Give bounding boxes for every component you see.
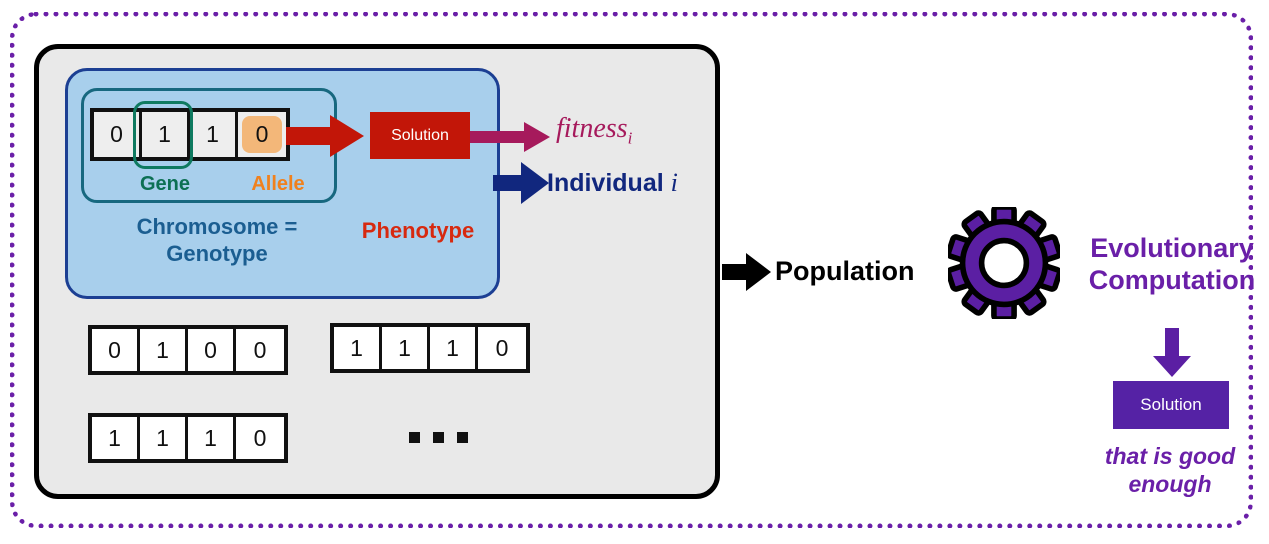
population-row-0: 0 1 0 0	[88, 325, 288, 375]
genotype-cell-2-value: 1	[206, 121, 219, 147]
phenotype-label: Phenotype	[361, 218, 475, 243]
chromosome-label-line2: Genotype	[166, 240, 268, 266]
individual-panel	[65, 68, 500, 299]
population-row-1-cell-3: 0	[495, 334, 509, 361]
genotype-cell-1: 1	[142, 112, 190, 157]
genotype-cell-3-allele: 0	[238, 112, 286, 157]
population-row-2-cell-1: 1	[140, 417, 188, 459]
population-ellipsis-icon	[409, 432, 468, 443]
population-row-2: 1 1 1 0	[88, 413, 288, 463]
ellipsis-dot-1	[409, 432, 420, 443]
fitness-text: fitness	[556, 113, 628, 144]
outer-frame	[10, 12, 1253, 528]
genotype-to-solution-arrow-icon	[286, 115, 366, 157]
individual-arrow-icon	[493, 162, 551, 204]
evolutionary-computation-label: Evolutionary Computation	[1077, 233, 1267, 297]
population-arrow-icon	[722, 253, 772, 291]
population-row-0-cell-1: 1	[140, 329, 188, 371]
population-row-1: 1 1 1 0	[330, 323, 530, 373]
good-enough-line1: that is good	[1104, 443, 1236, 469]
final-solution-label: Solution	[1140, 395, 1202, 414]
phenotype-solution-box: Solution	[370, 112, 470, 159]
genotype-cell-2: 1	[190, 112, 238, 157]
population-row-2-cell-0: 1	[92, 417, 140, 459]
gear-icon	[945, 204, 1063, 322]
population-row-0-cell-0: 0	[92, 329, 140, 371]
fitness-subscript: i	[627, 128, 633, 148]
population-row-0-cell-3: 0	[253, 336, 267, 363]
population-row-1-cell-2: 1	[430, 327, 478, 369]
population-label: Population	[775, 256, 915, 286]
individual-label: Individual i	[547, 168, 678, 198]
fitness-label: fitnessi	[556, 113, 632, 149]
population-row-1-cell-0: 1	[334, 327, 382, 369]
chromosome-genotype-label: Chromosome = Genotype	[92, 214, 342, 268]
final-solution-box: Solution	[1113, 381, 1229, 429]
ec-label-line1: Evolutionary	[1090, 233, 1254, 263]
population-row-2-cell-2: 1	[188, 417, 236, 459]
good-enough-caption: that is good enough	[1075, 443, 1265, 498]
genotype-cell-3-value: 0	[255, 121, 269, 147]
allele-label: Allele	[251, 173, 305, 195]
gene-label: Gene	[139, 173, 191, 195]
good-enough-line2: enough	[1128, 470, 1212, 497]
population-row-2-cell-3: 0	[253, 424, 267, 451]
ellipsis-dot-3	[457, 432, 468, 443]
chromosome-label-line1: Chromosome =	[136, 214, 298, 239]
genotype-cell-0: 0	[94, 112, 142, 157]
genotype-cell-1-value: 1	[158, 121, 171, 147]
ellipsis-dot-2	[433, 432, 444, 443]
individual-text: Individual	[547, 169, 664, 197]
population-row-0-cell-2: 0	[188, 329, 236, 371]
arrow-down-icon	[1152, 328, 1192, 378]
ec-label-line2: Computation	[1088, 264, 1256, 295]
fitness-arrow-icon	[470, 122, 552, 152]
genotype-cell-0-value: 0	[110, 121, 123, 147]
phenotype-solution-label: Solution	[391, 126, 449, 144]
population-row-1-cell-1: 1	[382, 327, 430, 369]
individual-index: i	[670, 168, 678, 197]
genotype-chromosome: 0 1 1 0	[90, 108, 290, 161]
